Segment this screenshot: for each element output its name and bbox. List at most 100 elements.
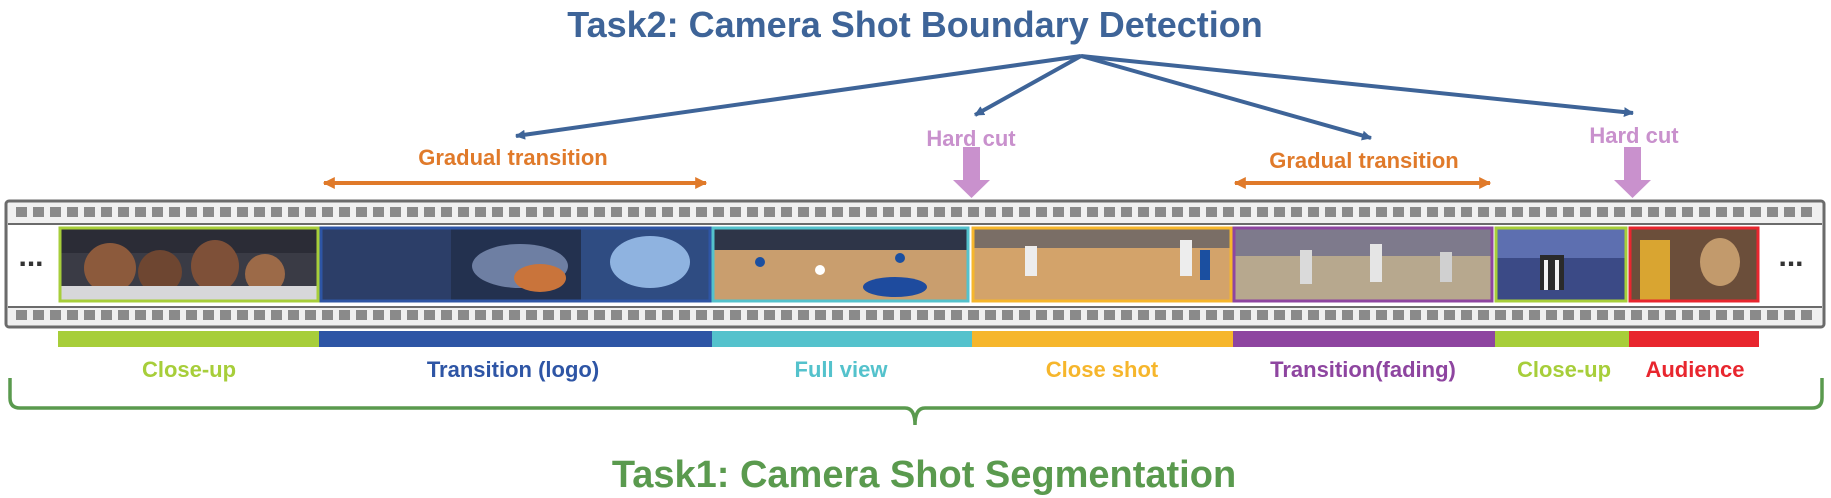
sprocket-hole: [1801, 207, 1812, 217]
sprocket-hole: [356, 207, 367, 217]
task1-brace: [8, 378, 1824, 426]
sprocket-hole: [118, 207, 129, 217]
sprocket-hole: [1189, 207, 1200, 217]
boundary-label-gradual-1: Gradual transition: [418, 145, 607, 170]
sprocket-hole: [1138, 207, 1149, 217]
sprocket-hole: [730, 207, 741, 217]
sprocket-hole: [1274, 310, 1285, 320]
sprocket-hole: [1529, 207, 1540, 217]
sprocket-hole: [1223, 310, 1234, 320]
sprocket-hole: [1699, 207, 1710, 217]
sprocket-hole: [1036, 310, 1047, 320]
sprocket-hole: [33, 310, 44, 320]
sprocket-hole: [492, 207, 503, 217]
sprocket-hole: [628, 207, 639, 217]
sprocket-hole: [560, 207, 571, 217]
sprocket-hole: [1172, 207, 1183, 217]
sprocket-hole: [1597, 207, 1608, 217]
sprocket-hole: [1121, 310, 1132, 320]
sprocket-hole: [951, 310, 962, 320]
sprocket-hole: [1002, 207, 1013, 217]
sprocket-hole: [1563, 207, 1574, 217]
sprocket-hole: [900, 310, 911, 320]
sprocket-hole: [1580, 310, 1591, 320]
task2-arrow-1: [515, 54, 1082, 140]
sprocket-hole: [577, 207, 588, 217]
sprocket-hole: [407, 207, 418, 217]
sprocket-hole: [237, 310, 248, 320]
sprocket-hole: [152, 310, 163, 320]
sprocket-row-top: [16, 207, 1812, 217]
sprocket-hole: [135, 207, 146, 217]
sprocket-hole: [1274, 207, 1285, 217]
sprocket-hole: [815, 310, 826, 320]
sprocket-hole: [1393, 310, 1404, 320]
sprocket-hole: [220, 207, 231, 217]
sprocket-hole: [1767, 310, 1778, 320]
sprocket-row-bottom: [16, 310, 1812, 320]
sprocket-hole: [424, 310, 435, 320]
sprocket-hole: [1291, 310, 1302, 320]
sprocket-hole: [441, 310, 452, 320]
sprocket-hole: [543, 310, 554, 320]
sprocket-hole: [509, 310, 520, 320]
sprocket-hole: [101, 207, 112, 217]
thumb-closeup-1: [58, 226, 320, 303]
sprocket-hole: [1580, 207, 1591, 217]
sprocket-hole: [16, 310, 27, 320]
thumb-border-full-view: [711, 226, 970, 303]
sprocket-hole: [1631, 207, 1642, 217]
thumb-audience: [1628, 226, 1760, 303]
sprocket-hole: [1478, 310, 1489, 320]
film-strip: ... ...: [4, 199, 1826, 329]
sprocket-hole: [186, 310, 197, 320]
sprocket-hole: [1546, 310, 1557, 320]
sprocket-hole: [1104, 310, 1115, 320]
sprocket-hole: [1665, 310, 1676, 320]
sprocket-hole: [1257, 207, 1268, 217]
sprocket-hole: [1529, 310, 1540, 320]
thumb-transition-logo: [319, 226, 712, 303]
sprocket-hole: [288, 207, 299, 217]
sprocket-hole: [1427, 310, 1438, 320]
sprocket-hole: [339, 207, 350, 217]
sprocket-hole: [169, 310, 180, 320]
sprocket-hole: [1478, 207, 1489, 217]
sprocket-hole: [101, 310, 112, 320]
thumb-full-view: [711, 226, 970, 303]
sprocket-hole: [951, 207, 962, 217]
film-ellipsis-left: ...: [18, 240, 43, 273]
segment-bar-full-view: [712, 331, 972, 347]
sprocket-hole: [169, 207, 180, 217]
sprocket-hole: [1376, 207, 1387, 217]
sprocket-hole: [1444, 207, 1455, 217]
film-ellipsis-right: ...: [1778, 240, 1803, 273]
segment-label-transition-logo: Transition (logo): [427, 357, 599, 382]
sprocket-hole: [628, 310, 639, 320]
sprocket-hole: [1359, 207, 1370, 217]
sprocket-hole: [849, 207, 860, 217]
sprocket-hole: [1716, 207, 1727, 217]
sprocket-hole: [1614, 310, 1625, 320]
sprocket-hole: [254, 310, 265, 320]
sprocket-hole: [1376, 310, 1387, 320]
sprocket-hole: [1393, 207, 1404, 217]
sprocket-hole: [1036, 207, 1047, 217]
sprocket-hole: [1138, 310, 1149, 320]
sprocket-hole: [203, 310, 214, 320]
sprocket-hole: [356, 310, 367, 320]
sprocket-hole: [577, 310, 588, 320]
sprocket-hole: [152, 207, 163, 217]
sprocket-hole: [696, 207, 707, 217]
boundary-label-gradual-2: Gradual transition: [1269, 148, 1458, 173]
sprocket-hole: [594, 310, 605, 320]
sprocket-hole: [220, 310, 231, 320]
sprocket-hole: [16, 207, 27, 217]
sprocket-hole: [1733, 310, 1744, 320]
sprocket-hole: [305, 207, 316, 217]
sprocket-hole: [781, 310, 792, 320]
sprocket-hole: [1461, 207, 1472, 217]
sprocket-hole: [679, 310, 690, 320]
segment-bar-transition-fading: [1233, 331, 1495, 347]
sprocket-hole: [747, 310, 758, 320]
